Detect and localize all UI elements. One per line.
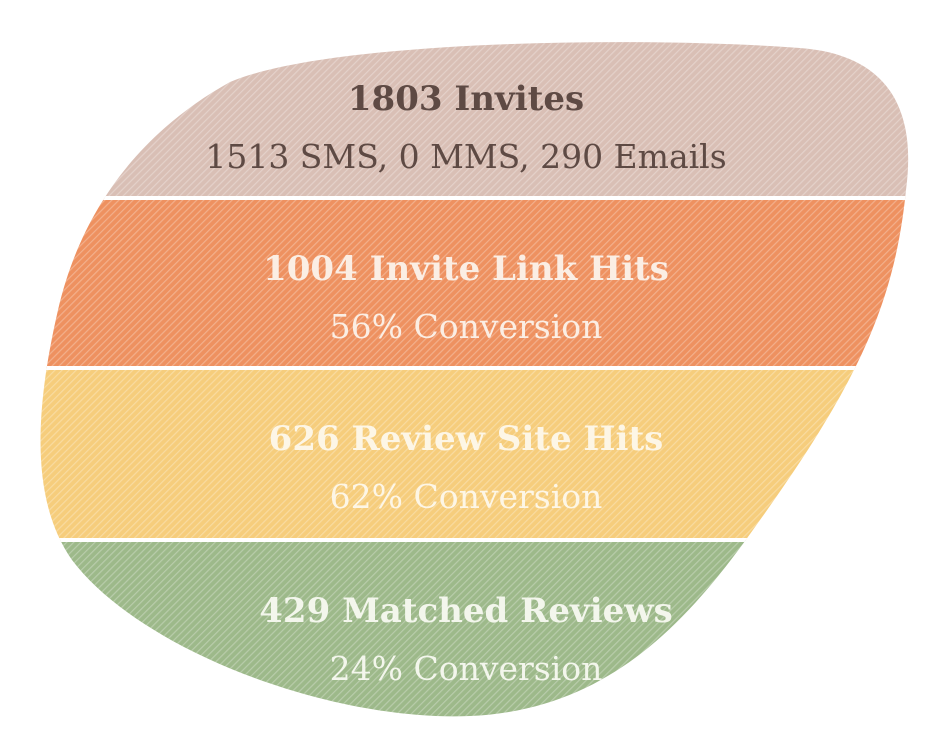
stage-title-matched-reviews: 429 Matched Reviews (259, 591, 672, 631)
stage-subtitle-invites: 1513 SMS, 0 MMS, 290 Emails (205, 137, 726, 176)
stage-subtitle-review-site-hits: 62% Conversion (330, 477, 603, 516)
stage-title-invites: 1803 Invites (348, 79, 584, 119)
stage-band-matched-reviews (40, 540, 909, 717)
stage-title-invite-link-hits: 1004 Invite Link Hits (263, 249, 669, 289)
stage-subtitle-invite-link-hits: 56% Conversion (330, 307, 603, 346)
stage-subtitle-matched-reviews: 24% Conversion (330, 649, 603, 688)
stage-title-review-site-hits: 626 Review Site Hits (269, 419, 664, 459)
